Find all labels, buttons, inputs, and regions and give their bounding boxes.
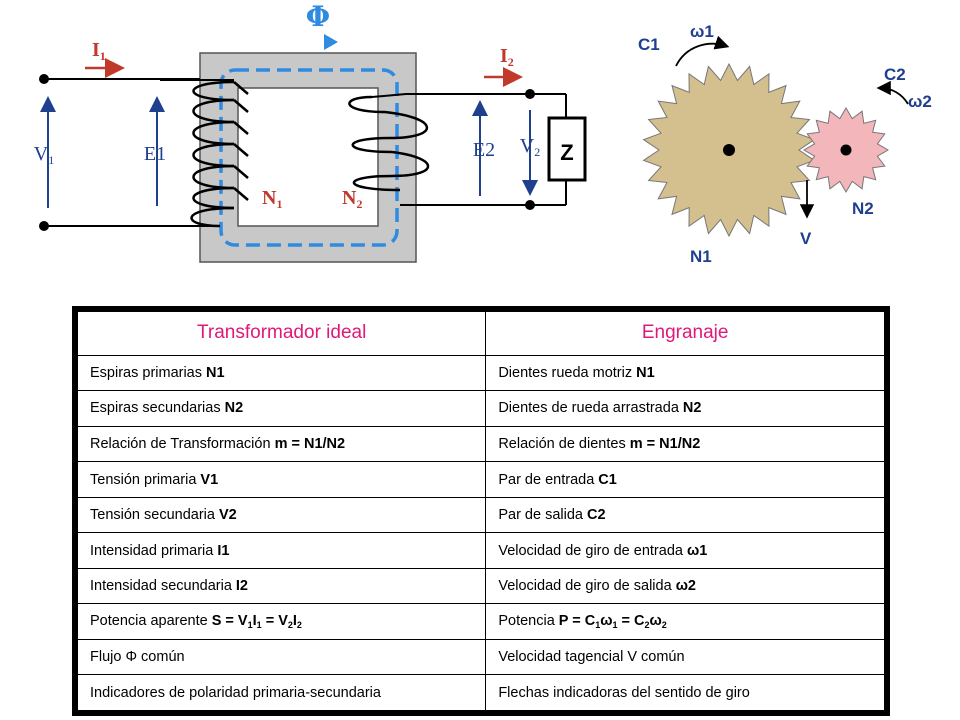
- cell-right: Par de salida C2: [485, 496, 885, 534]
- v2-label: V2: [520, 135, 540, 159]
- cell-right: Dientes de rueda arrastrada N2: [485, 390, 885, 427]
- gear-n2-label: N2: [852, 199, 874, 218]
- header-transformer: Transformador ideal: [76, 311, 487, 356]
- secondary-coil: [348, 95, 429, 192]
- i1-label: I1: [92, 39, 106, 63]
- load-label: Z: [560, 140, 573, 165]
- omega1-arrow-icon: [675, 35, 730, 67]
- table-row: Relación de Transformación m = N1/N2 Rel…: [76, 425, 885, 463]
- load-impedance: [547, 116, 587, 182]
- cell-right: Potencia P = C1ω1 = C2ω2: [485, 603, 885, 640]
- transformer: Z Φ I1 I2 V1 E1 E2 V2 N1 N2: [34, 0, 587, 263]
- table-header-row: Transformador ideal Engranaje: [76, 311, 885, 356]
- gear-c1-label: C1: [638, 35, 660, 54]
- gear-c2-label: C2: [884, 65, 906, 84]
- table-row: Indicadores de polaridad primaria-secund…: [76, 674, 885, 711]
- table-row: Espiras primarias N1 Dientes rueda motri…: [76, 354, 885, 392]
- v1-label: V1: [34, 143, 54, 167]
- gear-w1-label: ω1: [690, 22, 714, 41]
- cell-right: Par de entrada C1: [485, 461, 885, 498]
- big-gear-axle: [723, 144, 735, 156]
- flux-path: [219, 68, 399, 247]
- primary-coil: [190, 80, 249, 228]
- cell-left: Indicadores de polaridad primaria-secund…: [76, 674, 487, 711]
- cell-left: Intensidad secundaria I2: [76, 567, 487, 605]
- table-row: Flujo Φ común Velocidad tagencial V comú…: [76, 638, 885, 676]
- table-row: Intensidad secundaria I2 Velocidad de gi…: [76, 567, 885, 605]
- small-gear-axle: [840, 144, 852, 156]
- gear-n1-label: N1: [690, 247, 712, 266]
- terminal-primary-top: [39, 74, 49, 84]
- flux-label: Φ: [306, 0, 330, 33]
- cell-right: Velocidad de giro de entrada ω1: [485, 532, 885, 569]
- gears: C1 ω1 C2 ω2 N1 N2 V: [638, 22, 932, 266]
- omega2-arrow-icon: [876, 80, 909, 105]
- cell-left: Intensidad primaria I1: [76, 532, 487, 569]
- cell-left: Potencia aparente S = V1I1 = V2I2: [76, 603, 487, 640]
- terminal-primary-bottom: [39, 221, 49, 231]
- cell-right: Velocidad de giro de salida ω2: [485, 567, 885, 605]
- table-row: Espiras secundarias N2 Dientes de rueda …: [76, 390, 885, 427]
- header-gear: Engranaje: [485, 311, 885, 356]
- i2-label: I2: [500, 45, 514, 69]
- gear-v-label: V: [800, 229, 812, 248]
- cell-right: Relación de dientes m = N1/N2: [485, 425, 885, 463]
- n1-label: N1: [262, 187, 282, 211]
- cell-left: Tensión secundaria V2: [76, 496, 487, 534]
- table-row: Intensidad primaria I1 Velocidad de giro…: [76, 532, 885, 569]
- cell-right: Flechas indicadoras del sentido de giro: [485, 674, 885, 711]
- transformer-core: [199, 52, 417, 263]
- cell-left: Espiras secundarias N2: [76, 390, 487, 427]
- cell-left: Tensión primaria V1: [76, 461, 487, 498]
- e1-label: E1: [144, 143, 166, 165]
- comparison-table: Transformador ideal Engranaje Espiras pr…: [76, 311, 885, 711]
- cell-right: Dientes rueda motriz N1: [485, 354, 885, 392]
- cell-left: Relación de Transformación m = N1/N2: [76, 425, 487, 463]
- gear-w2-label: ω2: [908, 92, 932, 111]
- diagram: Z Φ I1 I2 V1 E1 E2 V2 N1 N2 C1 ω1 C2 ω2 …: [34, 0, 932, 266]
- table-row: Tensión primaria V1 Par de entrada C1: [76, 461, 885, 498]
- comparison-table-frame: Transformador ideal Engranaje Espiras pr…: [72, 306, 890, 716]
- cell-left: Flujo Φ común: [76, 638, 487, 676]
- table-row: Tensión secundaria V2 Par de salida C2: [76, 496, 885, 534]
- n2-label: N2: [342, 187, 362, 211]
- e2-label: E2: [473, 139, 495, 161]
- flux-arrow-icon: [324, 34, 338, 50]
- cell-left: Espiras primarias N1: [76, 354, 487, 392]
- table-row-power: Potencia aparente S = V1I1 = V2I2 Potenc…: [76, 603, 885, 640]
- cell-right: Velocidad tagencial V común: [485, 638, 885, 676]
